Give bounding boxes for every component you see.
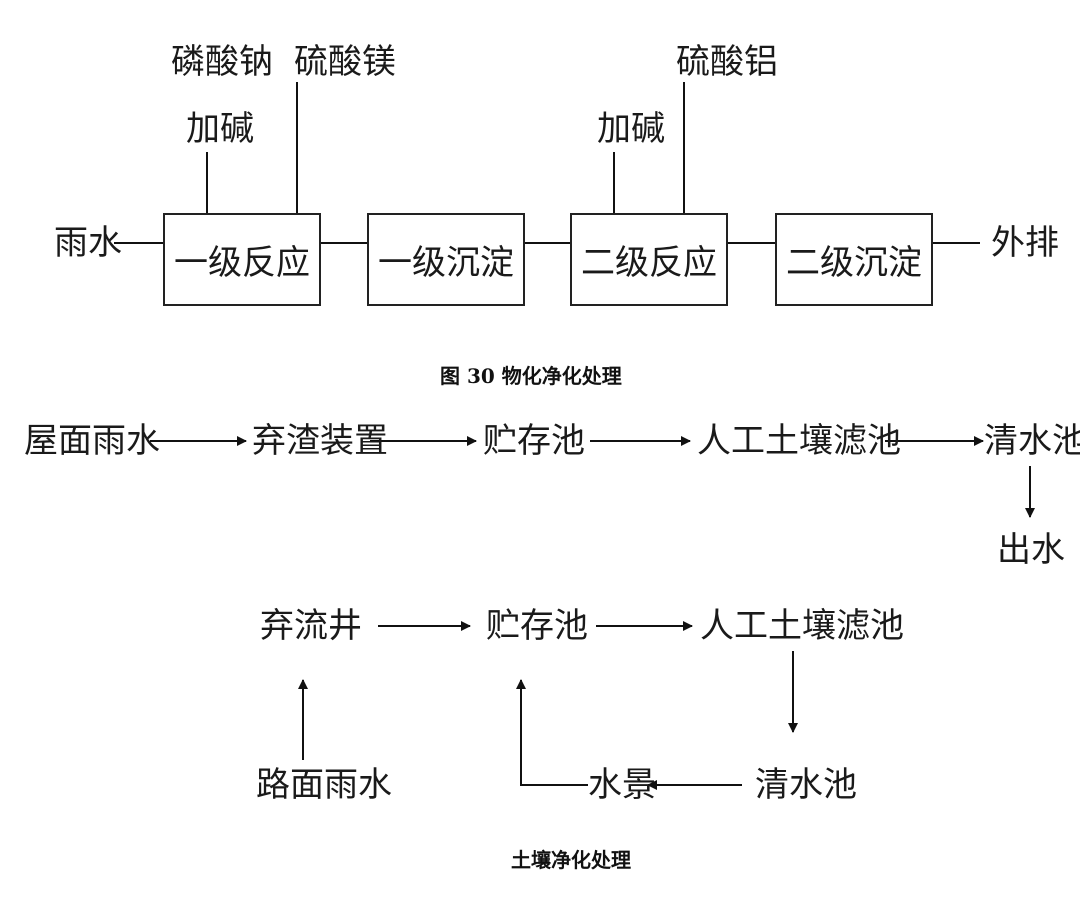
node-storage-pool-2: 贮存池	[486, 606, 588, 646]
label-discharge-output: 外排	[991, 223, 1059, 263]
label-add-alkali-1: 加碱	[186, 109, 254, 149]
box-secondary-sedimentation: 二级沉淀	[775, 213, 933, 306]
arrow-water-feature-to-storage	[516, 679, 588, 786]
node-roof-rainwater: 屋面雨水	[24, 421, 160, 461]
node-storage-pool: 贮存池	[483, 421, 585, 461]
box-primary-reaction: 一级反应	[163, 213, 321, 306]
node-soil-filter: 人工土壤滤池	[697, 421, 901, 461]
caption-soil-purification: 土壤净化处理	[511, 848, 631, 872]
node-clear-water-pool: 清水池	[984, 421, 1080, 461]
node-outflow: 出水	[997, 530, 1065, 570]
node-road-rainwater: 路面雨水	[256, 765, 392, 805]
label-sodium-phosphate: 磷酸钠	[171, 42, 273, 82]
node-slag-device: 弃渣装置	[252, 421, 388, 461]
label-add-alkali-2: 加碱	[597, 109, 665, 149]
node-water-feature: 水景	[588, 765, 656, 805]
node-diversion-well: 弃流井	[260, 606, 362, 646]
box-secondary-reaction: 二级反应	[570, 213, 728, 306]
label-rainwater-input: 雨水	[54, 223, 122, 263]
node-soil-filter-2: 人工土壤滤池	[700, 606, 904, 646]
label-magnesium-sulfate: 硫酸镁	[294, 42, 396, 82]
caption-physicochemical: 图 30 物化净化处理	[440, 364, 622, 388]
node-clear-water-pool-2: 清水池	[755, 765, 857, 805]
box-primary-sedimentation: 一级沉淀	[367, 213, 525, 306]
label-aluminum-sulfate: 硫酸铝	[676, 42, 778, 82]
